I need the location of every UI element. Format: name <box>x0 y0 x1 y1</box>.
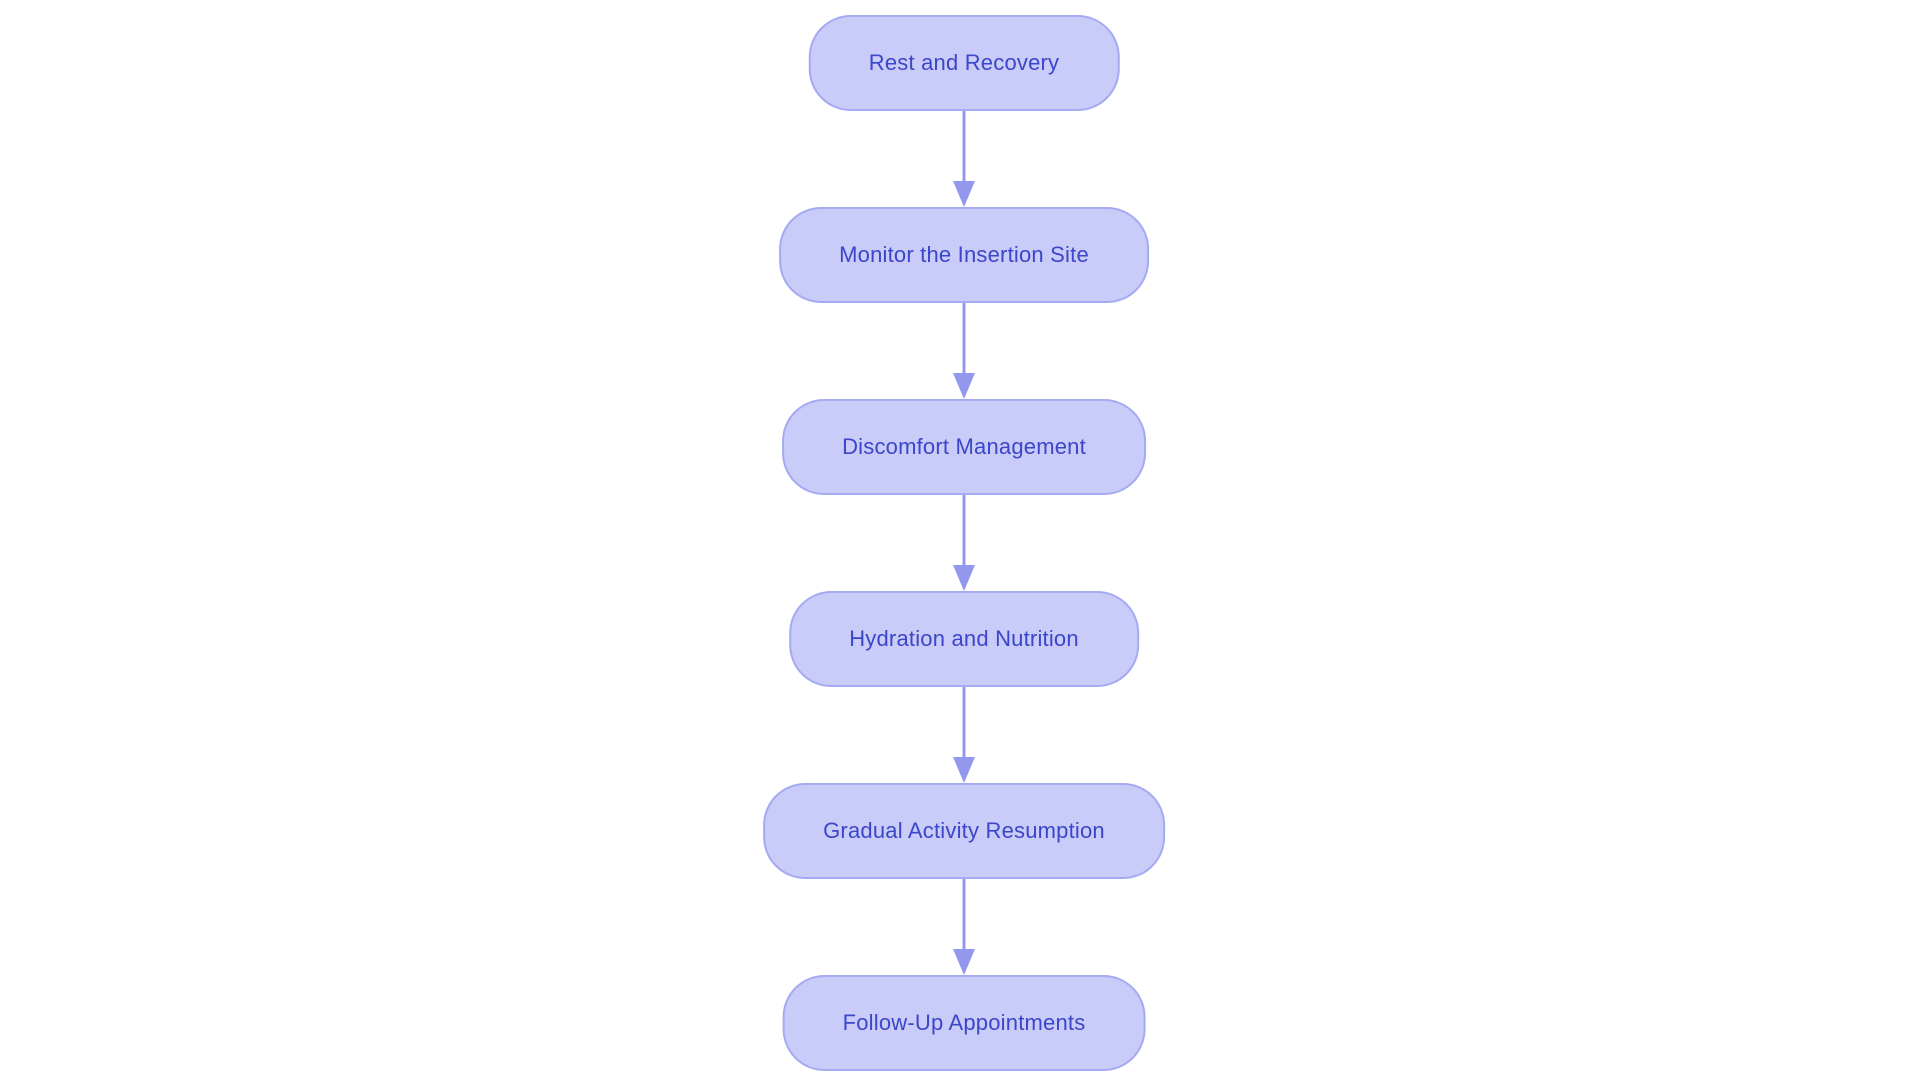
arrow-line <box>962 303 966 375</box>
flow-node-label: Discomfort Management <box>842 434 1086 459</box>
flow-node-label: Follow-Up Appointments <box>842 1010 1086 1035</box>
flow-arrow-4 <box>952 687 976 783</box>
flow-arrow-5 <box>952 879 976 975</box>
flow-node-rest-and-recovery: Rest and Recovery <box>808 15 1120 111</box>
arrow-head-icon <box>953 181 975 207</box>
arrow-line <box>962 879 966 951</box>
flow-node-gradual-activity-resumption: Gradual Activity Resumption <box>763 783 1165 879</box>
flow-node-discomfort-management: Discomfort Management <box>782 399 1146 495</box>
arrow-head-icon <box>953 949 975 975</box>
flow-arrow-3 <box>952 495 976 591</box>
arrow-head-icon <box>953 373 975 399</box>
flow-node-label: Hydration and Nutrition <box>849 626 1079 651</box>
flow-node-label: Monitor the Insertion Site <box>839 242 1089 267</box>
arrow-line <box>962 495 966 567</box>
flow-arrow-2 <box>952 303 976 399</box>
flow-arrow-1 <box>952 111 976 207</box>
flow-node-follow-up-appointments: Follow-Up Appointments <box>782 975 1146 1071</box>
arrow-line <box>962 687 966 759</box>
flow-node-label: Gradual Activity Resumption <box>823 818 1105 843</box>
arrow-head-icon <box>953 757 975 783</box>
arrow-head-icon <box>953 565 975 591</box>
flow-node-label: Rest and Recovery <box>868 50 1060 75</box>
flow-node-hydration-and-nutrition: Hydration and Nutrition <box>789 591 1139 687</box>
flow-node-monitor-insertion-site: Monitor the Insertion Site <box>779 207 1149 303</box>
arrow-line <box>962 111 966 183</box>
